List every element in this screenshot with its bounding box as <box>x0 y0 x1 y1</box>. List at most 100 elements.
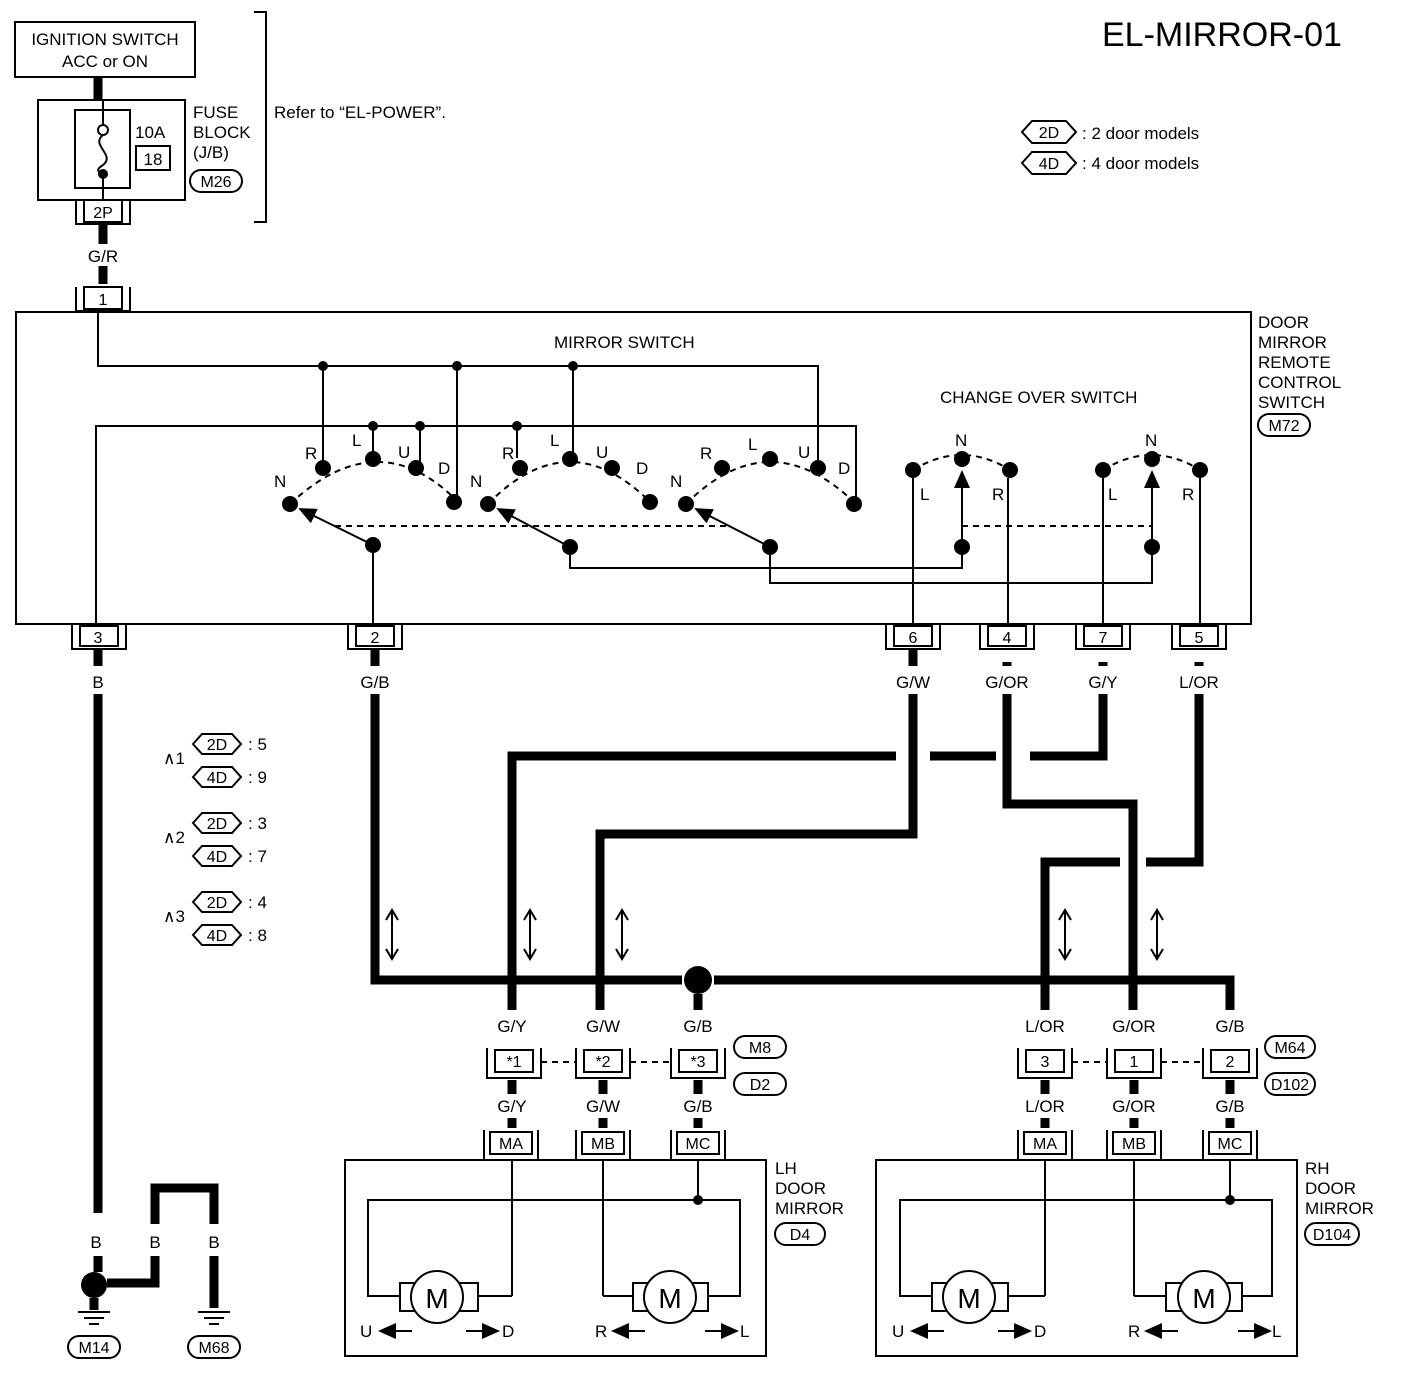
fuse-rating: 10A <box>135 123 166 142</box>
remote-switch-label-2: MIRROR <box>1258 333 1327 352</box>
diagram-label: : 4 <box>248 893 267 912</box>
diagram-label: MC <box>1218 1136 1243 1153</box>
diagram-label: D <box>838 459 850 478</box>
diagram-label: 2 <box>1226 1054 1235 1071</box>
diagram-label: G/B <box>683 1017 712 1036</box>
diagram-label: L <box>352 431 361 450</box>
pin-7: 7 <box>1099 630 1108 647</box>
diagram-label: MIRROR <box>1305 1199 1374 1218</box>
diagram-label: DOOR <box>775 1179 826 1198</box>
diagram-label: *3 <box>690 1054 705 1071</box>
diagram-label: L <box>1108 485 1117 504</box>
fuse-label-2: BLOCK <box>193 123 251 142</box>
diagram-label: *1 <box>506 1054 521 1071</box>
diagram-label: L <box>550 431 559 450</box>
diagram-title: EL-MIRROR-01 <box>1102 16 1342 54</box>
lh-conn-d2: D2 <box>750 1077 771 1094</box>
ground-m68: M68 <box>198 1340 229 1357</box>
diagram-label: N <box>470 472 482 491</box>
diagram-label: MB <box>591 1136 615 1153</box>
diagram-label: R <box>305 444 317 463</box>
pin-2: 2 <box>371 630 380 647</box>
remote-switch-label-5: SWITCH <box>1258 393 1325 412</box>
remote-switch-box <box>15 311 1252 625</box>
fuse-number: 18 <box>144 150 163 169</box>
footnotes: ∧1 2D : 5 4D : 9 ∧2 2D : 3 4D : 7 ∧3 2D … <box>163 733 267 946</box>
diagram-label: R <box>502 444 514 463</box>
diagram-label: D <box>502 1322 514 1341</box>
diagram-label: MC <box>686 1136 711 1153</box>
diagram-label: : 8 <box>248 926 267 945</box>
diagram-label: G/B <box>1215 1097 1244 1116</box>
fuse-connector: M26 <box>200 174 231 191</box>
lh-mirror-connector: D4 <box>790 1227 811 1244</box>
input-pin: 1 <box>99 292 108 309</box>
footnote-2-mark: ∧2 <box>163 828 185 847</box>
diagram-label: G/OR <box>1112 1097 1155 1116</box>
diagram-label: B <box>208 1233 219 1252</box>
diagram-label: L/OR <box>1025 1017 1065 1036</box>
diagram-label: N <box>1145 431 1157 450</box>
diagram-label: G/Y <box>497 1017 526 1036</box>
diagram-label: : 3 <box>248 814 267 833</box>
diagram-label: : 9 <box>248 768 267 787</box>
diagram-label: 4D <box>207 770 227 787</box>
diagram-label: M <box>425 1283 448 1314</box>
legend-4d-text: : 4 door models <box>1082 154 1199 173</box>
rh-conn-m64: M64 <box>1274 1040 1305 1057</box>
fuse-label-1: FUSE <box>193 103 238 122</box>
rh-motor-2: M <box>1165 1270 1243 1324</box>
diagram-label: U <box>398 443 410 462</box>
diagram-label: G/Y <box>497 1097 526 1116</box>
pin-6: 6 <box>909 630 918 647</box>
remote-switch-label-4: CONTROL <box>1258 373 1341 392</box>
lh-conn-m8: M8 <box>749 1040 771 1057</box>
diagram-label: R <box>1182 485 1194 504</box>
fuse-label-3: (J/B) <box>193 143 229 162</box>
wire-gor: G/OR <box>985 673 1028 692</box>
wire-gy: G/Y <box>1088 673 1117 692</box>
diagram-label: M <box>658 1283 681 1314</box>
wire-b: B <box>92 673 103 692</box>
diagram-label: 2D <box>207 895 227 912</box>
mirror-switch-label: MIRROR SWITCH <box>554 333 695 352</box>
pin-4: 4 <box>1003 630 1012 647</box>
rh-motor-1: M <box>931 1270 1009 1324</box>
diagram-label: MA <box>499 1136 523 1153</box>
diagram-label: R <box>992 485 1004 504</box>
diagram-label: LH <box>775 1159 797 1178</box>
lh-motor-2: M <box>632 1270 709 1324</box>
diagram-label: 3 <box>1041 1054 1050 1071</box>
diagram-label: R <box>595 1322 607 1341</box>
diagram-label: L/OR <box>1025 1097 1065 1116</box>
lh-mirror-box <box>344 1159 767 1357</box>
rh-mirror-pins: MA MB MC <box>1017 1130 1258 1161</box>
diagram-label: D <box>1034 1322 1046 1341</box>
rh-mirror-box <box>875 1159 1298 1357</box>
diagram-label: G/W <box>586 1017 620 1036</box>
wire-lor: L/OR <box>1179 673 1219 692</box>
pin-3: 3 <box>94 630 103 647</box>
diagram-label: U <box>360 1322 372 1341</box>
rh-connector: 3 1 2 <box>1017 1048 1258 1079</box>
diagram-label: G/W <box>586 1097 620 1116</box>
diagram-label: 2D <box>207 737 227 754</box>
diagram-label: MIRROR <box>775 1199 844 1218</box>
diagram-label: U <box>596 443 608 462</box>
input-wire-color: G/R <box>88 247 118 266</box>
diagram-label: MA <box>1033 1136 1057 1153</box>
diagram-label: L <box>740 1322 749 1341</box>
diagram-label: 1 <box>1130 1054 1139 1071</box>
ignition-line1: IGNITION SWITCH <box>31 30 178 49</box>
diagram-label: U <box>798 443 810 462</box>
diagram-label: N <box>274 472 286 491</box>
diagram-label: RH <box>1305 1159 1330 1178</box>
footnote-1-mark: ∧1 <box>163 749 185 768</box>
wire-gw: G/W <box>896 673 930 692</box>
footnote-3-mark: ∧3 <box>163 907 185 926</box>
diagram-label: N <box>955 431 967 450</box>
diagram-label: B <box>90 1233 101 1252</box>
diagram-label: U <box>892 1322 904 1341</box>
diagram-label: D <box>636 459 648 478</box>
refer-note: Refer to “EL-POWER”. <box>274 103 446 122</box>
